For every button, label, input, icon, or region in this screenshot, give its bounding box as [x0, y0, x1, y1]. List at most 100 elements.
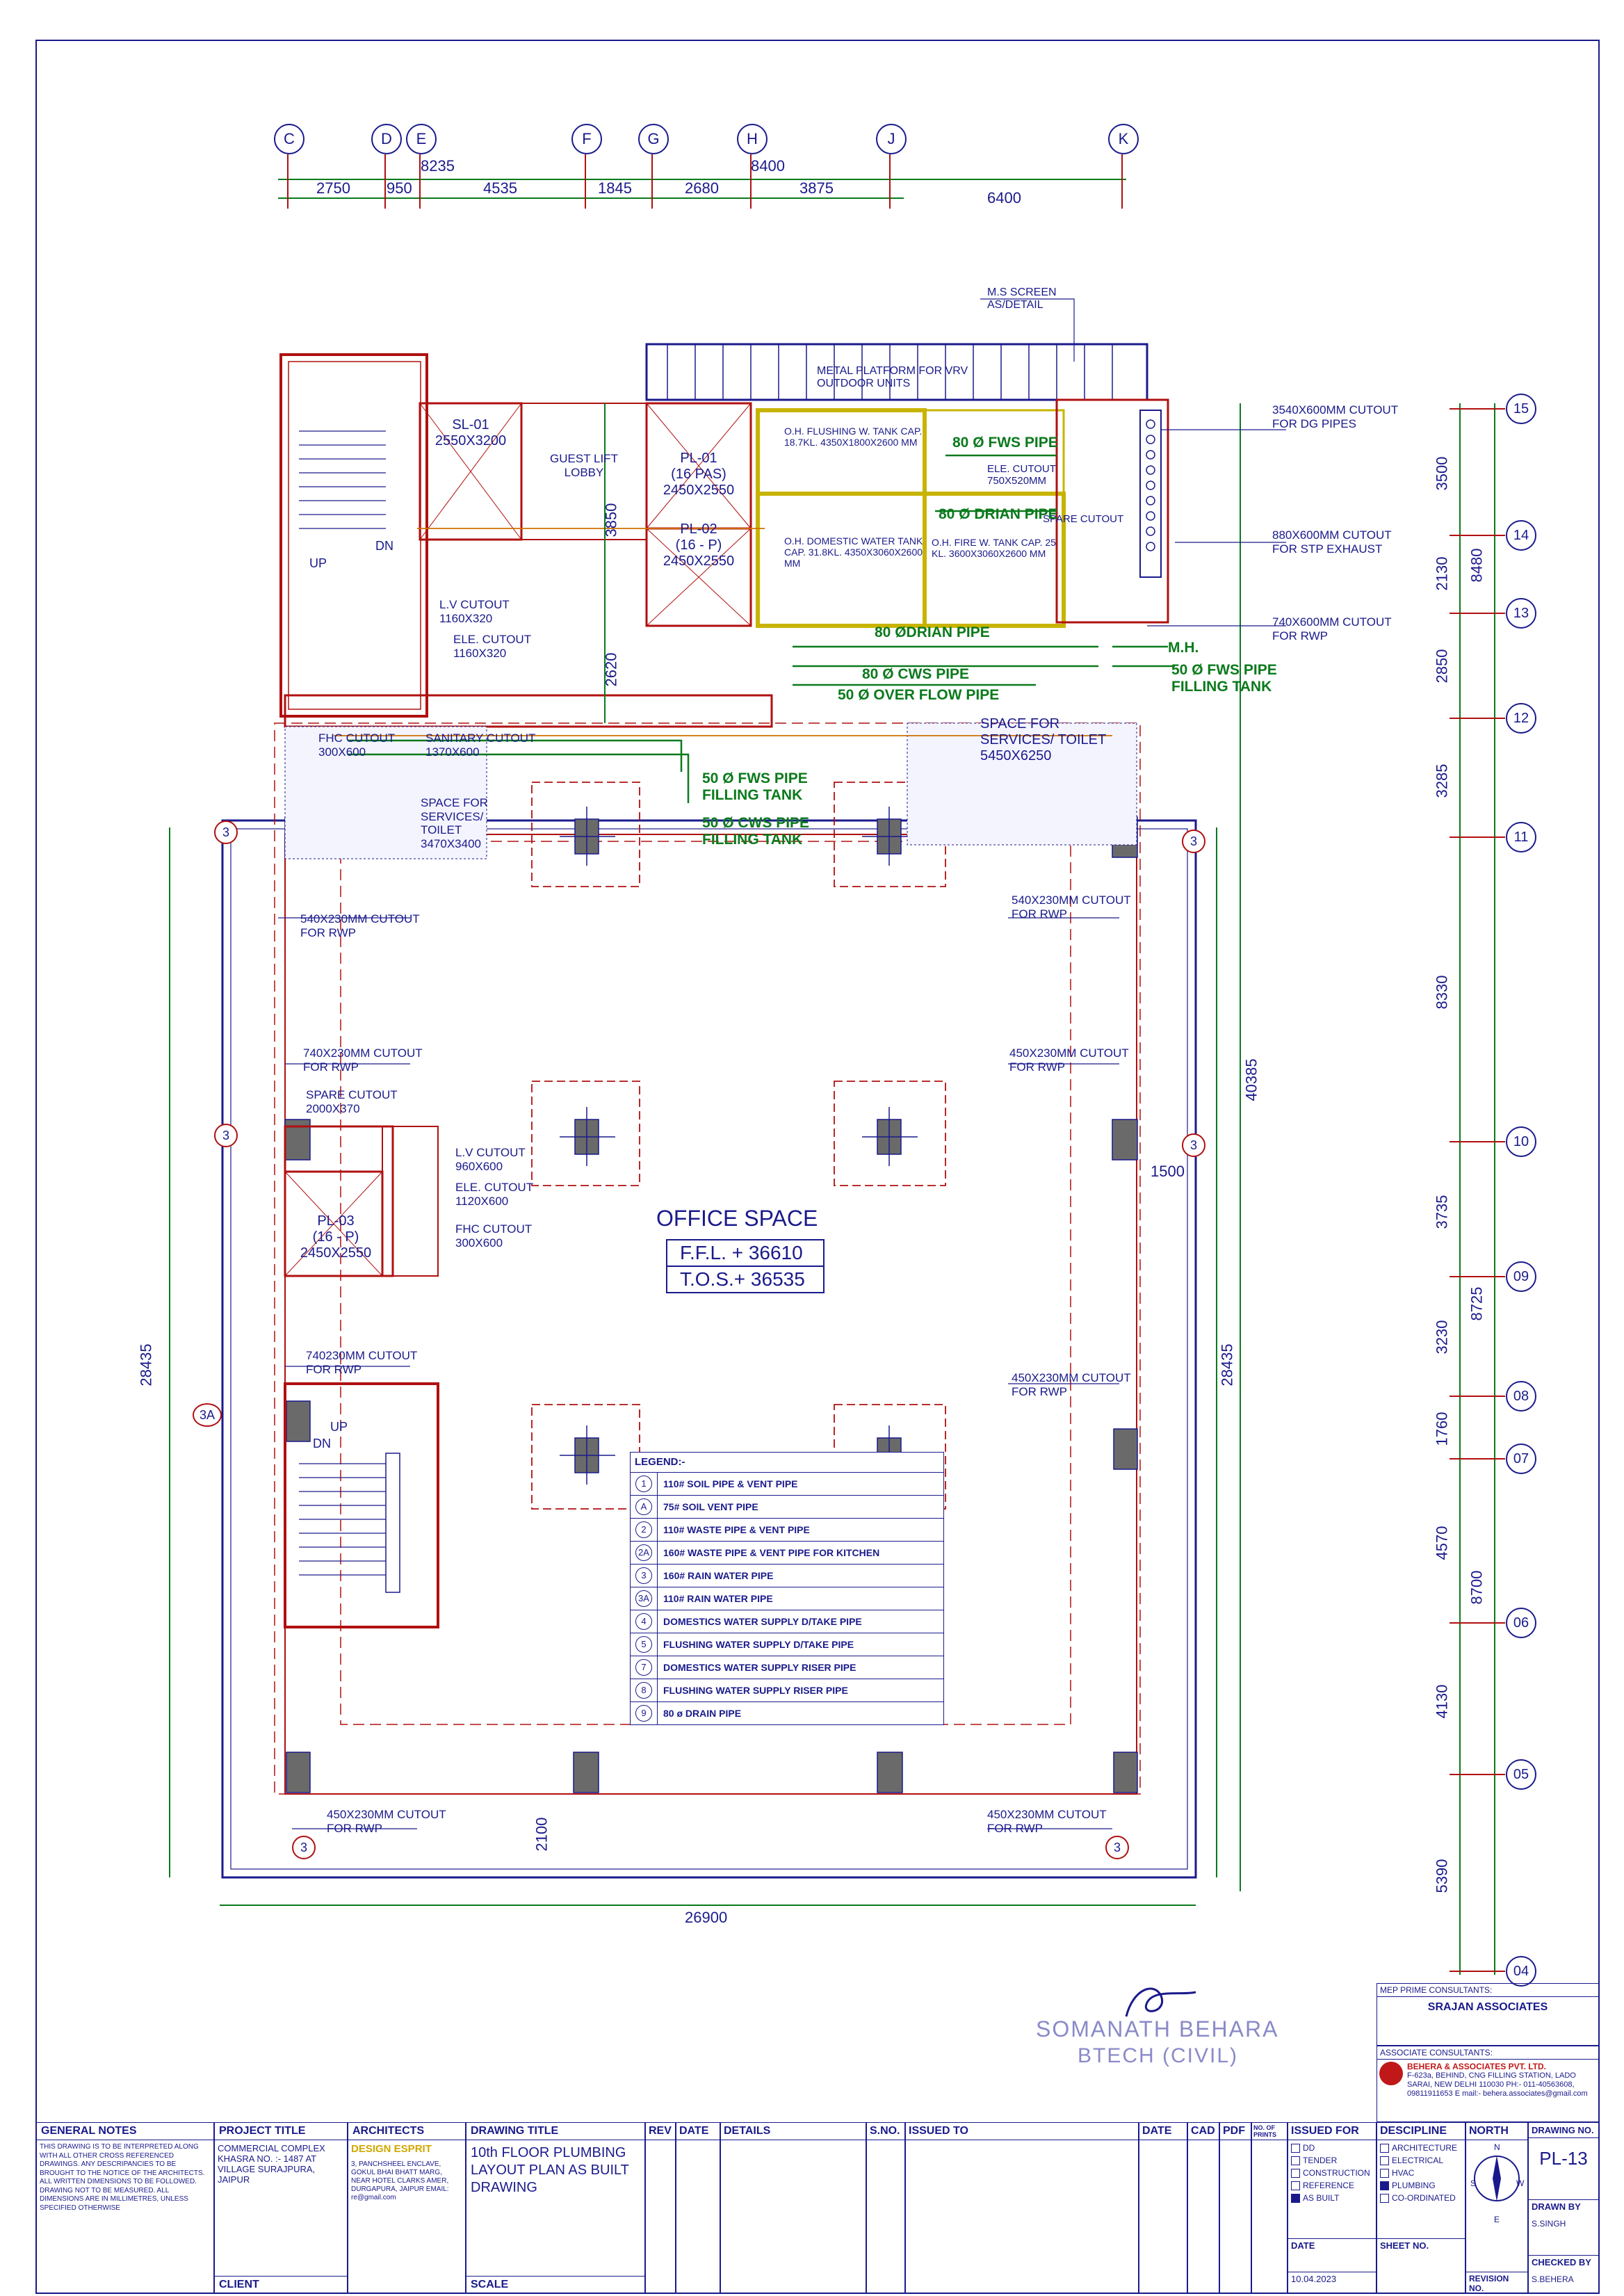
sno-header: S.NO. — [867, 2123, 904, 2140]
top-subdim-4: 1845 — [598, 179, 632, 197]
scale-header: SCALE — [466, 2276, 644, 2293]
rwp-cutout-740-lower-left: 740230MM CUTOUT FOR RWP — [306, 1349, 417, 1376]
sheet-border — [35, 40, 1600, 2294]
checked-by-header: CHECKED BY — [1529, 2255, 1598, 2269]
project-title-block: PROJECT TITLE COMMERCIAL COMPLEX KHASRA … — [214, 2122, 348, 2293]
rwp-bubble-3-right-mid: 3 — [1182, 1133, 1205, 1157]
lv-cutout-top: L.V CUTOUT 1160X320 — [439, 598, 510, 625]
rwp-cutout-740-right: 740X600MM CUTOUT FOR RWP — [1272, 615, 1392, 642]
issued_for-option: DD — [1291, 2142, 1373, 2154]
domestic-tank: O.H. DOMESTIC WATER TANK CAP. 31.8KL. 43… — [784, 535, 923, 569]
legend-symbol: 3A — [635, 1590, 652, 1607]
right-dim-5: 8330 — [1433, 975, 1451, 1010]
project-title-header: PROJECT TITLE — [215, 2123, 347, 2140]
legend-symbol: 5 — [635, 1636, 652, 1653]
date-column: DATE — [676, 2122, 720, 2293]
grid-bubble-h: H — [737, 124, 768, 154]
right-dim-6: 3735 — [1433, 1195, 1451, 1229]
fhc-cutout-left: FHC CUTOUT 300X600 — [455, 1222, 532, 1250]
discipline-option: ARCHITECTURE — [1380, 2142, 1462, 2154]
rwp-bubble-3-bottom-right: 3 — [1105, 1836, 1129, 1859]
checkbox-icon — [1380, 2156, 1389, 2166]
spare-cutout-left: SPARE CUTOUT 2000X370 — [306, 1088, 398, 1115]
pipe-fws-50-right: 50 Ø FWS PIPE FILLING TANK — [1171, 662, 1277, 695]
legend-text: FLUSHING WATER SUPPLY D/TAKE PIPE — [663, 1639, 854, 1650]
ms-screen-label: M.S SCREEN AS/DETAIL — [987, 286, 1057, 312]
rwp-bubble-3-left-mid: 3 — [214, 1124, 238, 1147]
grid-bubble-04: 04 — [1506, 1956, 1536, 1987]
issued_for-option-label: AS BUILT — [1303, 2193, 1340, 2203]
legend-symbol: A — [635, 1498, 652, 1515]
drawing-title-header: DRAWING TITLE — [466, 2123, 644, 2140]
level-box: F.F.L. + 36610 T.O.S.+ 36535 — [666, 1239, 825, 1293]
prints-column: NO. OF PRINTS — [1251, 2122, 1288, 2293]
discipline-option-label: ARCHITECTURE — [1392, 2143, 1458, 2153]
legend-title: LEGEND:- — [631, 1453, 943, 1473]
discipline-option-label: ELECTRICAL — [1392, 2156, 1444, 2165]
sheet-no-header: SHEET NO. — [1377, 2238, 1465, 2252]
legend-text: 160# RAIN WATER PIPE — [663, 1570, 774, 1581]
sanitary-cutout: SANITARY CUTOUT 1370X600 — [425, 731, 536, 759]
cad-column: CAD — [1187, 2122, 1219, 2293]
stair-up-label: UP — [309, 556, 327, 570]
checkbox-icon — [1380, 2181, 1389, 2191]
legend-text: 110# SOIL PIPE & VENT PIPE — [663, 1478, 798, 1489]
north-n: N — [1494, 2142, 1500, 2152]
offset-1500-dim: 1500 — [1151, 1163, 1185, 1180]
grid-bubble-13: 13 — [1506, 598, 1536, 629]
flushing-tank: O.H. FLUSHING W. TANK CAP. 18.7KL. 4350X… — [784, 426, 923, 448]
rwp-cutout-450-bottom-left: 450X230MM CUTOUT FOR RWP — [327, 1808, 446, 1835]
issued_for-option-label: CONSTRUCTION — [1303, 2168, 1370, 2178]
right-dim-11: 5390 — [1433, 1859, 1451, 1893]
right-subdim-3: 8700 — [1468, 1570, 1486, 1605]
grid-bubble-f: F — [571, 124, 602, 154]
grid-bubble-10: 10 — [1506, 1126, 1536, 1157]
drawing-no-header: DRAWING NO. — [1529, 2123, 1598, 2138]
guest-lift-lobby-label: GUEST LIFT LOBBY — [550, 452, 618, 479]
drawing-no: PL-13 — [1539, 2148, 1588, 2169]
mep-name: SRAJAN ASSOCIATES — [1427, 2001, 1548, 2013]
discipline-option-label: HVAC — [1392, 2168, 1415, 2178]
rwp-cutout-450-right-low: 450X230MM CUTOUT FOR RWP — [1012, 1371, 1131, 1398]
legend-text: DOMESTICS WATER SUPPLY D/TAKE PIPE — [663, 1616, 862, 1627]
top-subdim-6: 3875 — [799, 179, 834, 197]
stp-exhaust-cutout: 880X600MM CUTOUT FOR STP EXHAUST — [1272, 528, 1392, 556]
legend-symbol: 2A — [635, 1544, 652, 1561]
stair-dn-label-2: DN — [313, 1437, 331, 1450]
legend-symbol: 2 — [635, 1521, 652, 1538]
checkbox-icon — [1291, 2169, 1300, 2178]
shaft-height-dim: 2620 — [602, 652, 620, 687]
associate-logo — [1379, 2062, 1403, 2085]
pipe-drain-80-a: 80 Ø DRIAN PIPE — [939, 506, 1058, 522]
top-subdim-5: 2680 — [685, 179, 719, 197]
checkbox-icon — [1380, 2194, 1389, 2204]
architect-name: DESIGN ESPRIT — [351, 2143, 432, 2155]
grid-bubble-07: 07 — [1506, 1444, 1536, 1474]
legend-text: 75# SOIL VENT PIPE — [663, 1501, 758, 1512]
lobby-height-dim: 3850 — [602, 503, 620, 537]
associate-consultant-block: ASSOCIATE CONSULTANTS: BEHERA & ASSOCIAT… — [1377, 2046, 1599, 2122]
checkbox-icon — [1291, 2181, 1300, 2191]
associate-header: ASSOCIATE CONSULTANTS: — [1377, 2046, 1598, 2060]
legend-symbol: 4 — [635, 1613, 652, 1630]
bottom-offset-dim: 2100 — [533, 1817, 551, 1852]
general-notes-text: THIS DRAWING IS TO BE INTERPRETED ALONG … — [40, 2143, 205, 2212]
legend-text: 80 ø DRAIN PIPE — [663, 1708, 742, 1719]
spare-cutout-right: SPARE CUTOUT — [1043, 513, 1124, 525]
discipline-header: DESCIPLINE — [1377, 2123, 1465, 2140]
prints-header: NO. OF PRINTS — [1252, 2123, 1287, 2140]
discipline-option: PLUMBING — [1380, 2179, 1462, 2192]
pipe-drain-80-b: 80 ØDRIAN PIPE — [875, 624, 990, 640]
issued_for-option: TENDER — [1291, 2154, 1373, 2167]
north-header: NORTH — [1466, 2123, 1527, 2140]
fhc-cutout-top: FHC CUTOUT 300X600 — [318, 731, 395, 759]
grid-bubble-d: D — [371, 124, 402, 154]
architects-block: ARCHITECTS DESIGN ESPRIT 3, PANCHSHEEL E… — [348, 2122, 466, 2293]
services-right-label: SPACE FOR SERVICES/ TOILET 5450X6250 — [980, 716, 1106, 763]
lv-cutout-left: L.V CUTOUT 960X600 — [455, 1146, 526, 1173]
right-height-dim: 28435 — [1218, 1343, 1236, 1387]
